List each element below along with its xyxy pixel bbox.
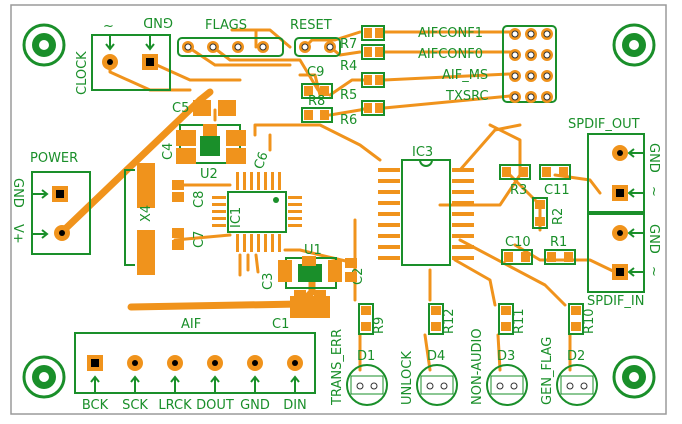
aif-pin-label: GND <box>240 398 270 413</box>
x4-label: X4 <box>139 205 154 222</box>
c9-r8: C9 R8 <box>301 65 333 123</box>
spdif-passives: R3 C11 R2 C10 R1 <box>499 164 576 265</box>
c4-label: C4 <box>161 143 176 160</box>
c6-label: C6 <box>252 150 272 171</box>
config-label-3: TXSRC <box>445 89 489 104</box>
u2-label: U2 <box>200 167 218 182</box>
r4-label: R4 <box>340 59 357 74</box>
mounting-hole-bottom-left <box>22 355 66 399</box>
led-ref-label: D2 <box>567 349 585 364</box>
board-outline <box>10 4 667 415</box>
aif-pin-label: SCK <box>122 398 148 413</box>
c5-label: C5 <box>172 101 189 116</box>
led-net-label: UNLOCK <box>400 351 415 405</box>
led-net-label: NON-AUDIO <box>470 328 485 405</box>
c11-label: C11 <box>544 183 570 198</box>
flags-label: FLAGS <box>205 18 247 33</box>
led-resistor-label: R11 <box>512 308 527 334</box>
led-resistor-label: R12 <box>442 308 457 334</box>
r7-label: R7 <box>340 37 357 52</box>
r3-label: R3 <box>510 183 527 198</box>
aif-pin-label: BCK <box>82 398 109 413</box>
clock-connector: CLOCK GND ~ <box>75 14 173 95</box>
u2-regulator: C5 C4 U2 C6 <box>161 100 272 182</box>
c1-label: C1 <box>272 317 289 332</box>
c3-label: C3 <box>261 273 276 290</box>
aif-connector: AIF BCK SCK LRCK DOUT GND DIN <box>74 317 316 413</box>
spdif-in-label: SPDIF_IN <box>587 294 644 309</box>
ic3-label: IC3 <box>412 145 433 160</box>
clock-label: CLOCK <box>75 51 90 95</box>
config-label-0: AIFCONF1 <box>418 26 483 41</box>
aif-pin-label: DOUT <box>196 398 234 413</box>
mounting-hole-bottom-right <box>612 355 656 399</box>
power-vplus-label: V+ <box>10 224 25 244</box>
led-ref-label: D4 <box>427 349 445 364</box>
r5-label: R5 <box>340 88 357 103</box>
power-gnd-label: GND <box>10 178 25 208</box>
r1-label: R1 <box>550 235 567 250</box>
config-label-1: AIFCONF0 <box>418 47 483 62</box>
power-label: POWER <box>30 151 78 166</box>
spdif-tilde-label-2: ~ <box>646 266 661 277</box>
reset-header: RESET <box>290 18 341 57</box>
spdif-gnd-label-1: GND <box>646 143 661 173</box>
config-resistors: R7 R4 R5 R6 <box>340 25 385 128</box>
aif-pin-label: DIN <box>283 398 307 413</box>
clock-tilde-label: ~ <box>103 19 114 34</box>
clock-gnd-label: GND <box>143 14 173 29</box>
ic1-label: IC1 <box>229 207 244 228</box>
flags-header: FLAGS <box>177 18 284 57</box>
led-ref-label: D1 <box>357 349 375 364</box>
c10-label: C10 <box>505 235 531 250</box>
r2-label: R2 <box>551 208 566 225</box>
led-ref-label: D3 <box>497 349 515 364</box>
led-net-label: GEN_FLAG <box>540 337 555 405</box>
c8-label: C8 <box>192 191 207 208</box>
u1-label: U1 <box>304 243 322 258</box>
config-label-2: AIF_MS <box>442 68 488 83</box>
spdif-out-label: SPDIF_OUT <box>568 117 640 132</box>
spdif-tilde-label-1: ~ <box>646 186 661 197</box>
spdif-connectors: SPDIF_OUT SPDIF_IN GND GND ~ ~ <box>568 117 661 309</box>
ic1-chip: C8 C7 IC1 <box>172 172 302 252</box>
ic3-chip: IC3 <box>378 145 474 266</box>
c1-capacitor: C1 <box>272 296 330 332</box>
c7-label: C7 <box>192 231 207 248</box>
power-connector: POWER GND V+ <box>10 151 91 255</box>
led-net-label: TRANS_ERR <box>330 329 345 406</box>
led-resistor-label: R9 <box>372 317 387 334</box>
c9-label: C9 <box>307 65 324 80</box>
aif-pin-label: LRCK <box>158 398 192 413</box>
config-jumper-block: AIFCONF1 AIFCONF0 AIF_MS TXSRC <box>418 25 557 104</box>
reset-label: RESET <box>290 18 332 33</box>
r6-label: R6 <box>340 113 357 128</box>
spdif-gnd-label-2: GND <box>646 224 661 254</box>
aif-label: AIF <box>181 317 201 332</box>
mounting-hole-top-left <box>22 23 66 67</box>
x4-crystal: X4 <box>124 163 155 275</box>
r8-label: R8 <box>308 94 325 109</box>
led-resistor-label: R10 <box>582 308 597 334</box>
mounting-hole-top-right <box>612 23 656 67</box>
